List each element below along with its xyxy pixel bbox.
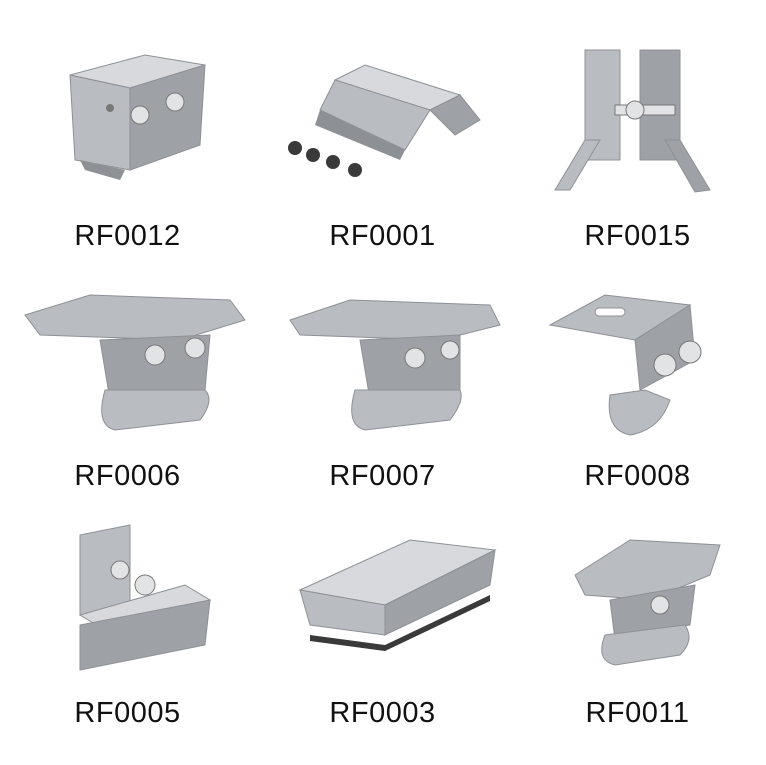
product-card-rf0008[interactable]: RF0008 [510, 280, 765, 530]
product-card-rf0011[interactable]: RF0011 [510, 515, 765, 765]
product-card-rf0003[interactable]: RF0003 [255, 515, 510, 765]
trapezoid-bracket-with-screws-icon [288, 64, 481, 177]
product-code: RF0012 [74, 220, 181, 252]
product-code: RF0008 [584, 460, 691, 492]
hanger-bracket-icon [554, 49, 711, 193]
product-card-rf0006[interactable]: RF0006 [0, 280, 255, 530]
product-card-rf0012[interactable]: RF0012 [0, 20, 255, 270]
plate-clip-bracket-icon [289, 299, 501, 431]
product-code: RF0007 [329, 460, 436, 492]
product-code: RF0001 [329, 220, 436, 252]
l-foot-clamp-icon [78, 524, 212, 671]
plate-seam-clamp-icon [574, 539, 721, 666]
product-card-rf0001[interactable]: RF0001 [255, 20, 510, 270]
product-code: RF0003 [329, 697, 436, 729]
product-card-rf0015[interactable]: RF0015 [510, 20, 765, 270]
product-card-rf0005[interactable]: RF0005 [0, 515, 255, 765]
product-code: RF0011 [585, 697, 690, 729]
rail-mid-clamp-icon [69, 54, 206, 180]
product-card-rf0007[interactable]: RF0007 [255, 280, 510, 530]
product-code: RF0005 [74, 697, 181, 729]
plate-clip-bracket-icon [24, 294, 246, 431]
round-seam-clamp-icon [548, 294, 702, 436]
product-code: RF0015 [584, 220, 691, 252]
mini-rail-icon [298, 539, 497, 651]
product-code: RF0006 [74, 460, 181, 492]
